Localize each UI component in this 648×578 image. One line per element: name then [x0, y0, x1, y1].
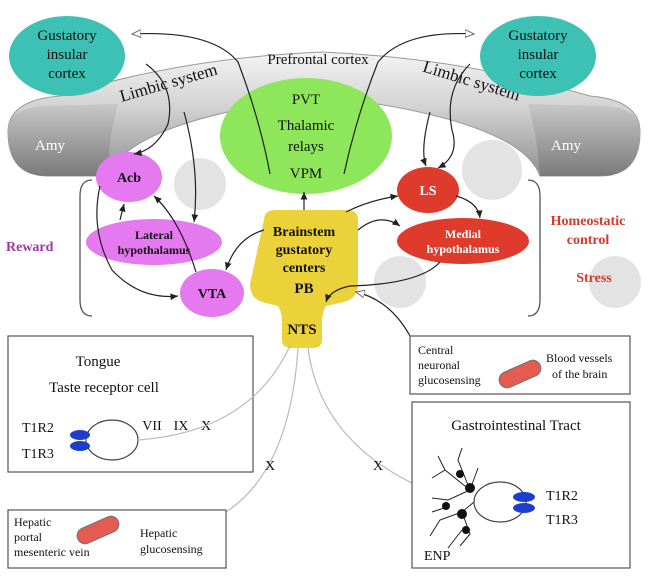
gustatory-left-line3: cortex	[48, 66, 86, 82]
nerve-x: X	[201, 419, 211, 434]
thalamic-pvt: PVT	[292, 92, 320, 108]
hepatic-vein-line2: portal	[14, 530, 43, 544]
thalamic-line2: relays	[288, 139, 324, 155]
gustatory-left-line1: Gustatory	[37, 28, 97, 44]
ls-node	[397, 167, 459, 213]
gi-tract-label: Gastrointestinal Tract	[451, 418, 581, 434]
central-gluco-line1: Central	[418, 343, 454, 357]
homeostatic-bracket	[527, 179, 541, 317]
receptor-right-bottom	[513, 503, 535, 513]
lateral-hypothalamus-node	[86, 219, 222, 265]
blood-vessels-line1: Blood vessels	[546, 351, 613, 365]
thalamic-vpm: VPM	[290, 166, 323, 182]
nts-label: NTS	[287, 322, 316, 338]
prefrontal-cortex-label: Prefrontal cortex	[267, 52, 369, 68]
medial-hypo-line1: Medial	[445, 227, 482, 241]
homeostatic-line2: control	[567, 233, 610, 248]
thalamic-line1: Thalamic	[278, 118, 335, 134]
acb-label: Acb	[117, 171, 141, 186]
stress-label: Stress	[576, 271, 612, 286]
vta-label: VTA	[198, 287, 227, 302]
blood-vessel-icon	[498, 359, 542, 389]
receptor-left-top	[70, 430, 90, 440]
hepatic-vein-line3: mesenteric vein	[14, 545, 90, 559]
gustatory-insular-cortex-left	[9, 16, 125, 96]
x-left-label: X	[265, 459, 275, 474]
taste-receptor-label: Taste receptor cell	[49, 380, 159, 396]
gustatory-right-line3: cortex	[519, 66, 557, 82]
receptor-right-top	[513, 492, 535, 502]
enp-label: ENP	[424, 549, 451, 564]
enp-neurons	[429, 447, 479, 549]
ls-label: LS	[419, 184, 436, 199]
hepatic-gluco-line2: glucosensing	[140, 542, 203, 556]
hepatic-box	[7, 509, 227, 569]
receptor-left-bottom	[70, 441, 90, 451]
medial-hypothalamus-node	[397, 218, 529, 264]
brainstem-line3: centers	[283, 261, 326, 276]
nerve-ix: IX	[174, 419, 189, 434]
reward-label: Reward	[6, 240, 54, 255]
brainstem-node	[250, 210, 358, 348]
acb-node	[96, 152, 162, 202]
vta-node	[180, 269, 244, 317]
gi-receptor-cell	[473, 481, 527, 523]
central-gluco-line3: glucosensing	[418, 373, 481, 387]
x-right-label: X	[373, 459, 383, 474]
homeostatic-line1: Homeostatic	[551, 214, 626, 229]
hepatic-vein-line1: Hepatic	[14, 515, 51, 529]
amy-right-shape	[528, 104, 640, 176]
lateral-hypo-line1: Lateral	[135, 228, 174, 242]
hepatic-vein-icon	[76, 515, 120, 545]
t1r3-left-label: T1R3	[22, 447, 54, 462]
amy-left-label: Amy	[35, 138, 66, 154]
amy-left-shape	[8, 104, 118, 176]
brainstem-line1: Brainstem	[273, 225, 336, 240]
brainstem-pb: PB	[294, 281, 313, 297]
t1r3-right-label: T1R3	[546, 513, 578, 528]
gustatory-left-line2: insular	[47, 47, 88, 63]
nerve-lines	[137, 345, 419, 513]
thalamic-relays-node	[220, 78, 392, 194]
connection-arrows	[96, 34, 483, 337]
taste-receptor-cell	[85, 419, 139, 461]
background-circles	[174, 140, 641, 308]
central-gluco-line2: neuronal	[418, 358, 461, 372]
blood-vessels-line2: of the brain	[552, 367, 607, 381]
t1r2-left-label: T1R2	[22, 421, 54, 436]
nerve-vii: VII	[142, 419, 162, 434]
reward-bracket	[79, 179, 93, 317]
hepatic-gluco-line1: Hepatic	[140, 526, 177, 540]
brainstem-line2: gustatory	[276, 243, 333, 258]
gustatory-right-line1: Gustatory	[508, 28, 568, 44]
tongue-label: Tongue	[76, 354, 121, 370]
amy-right-label: Amy	[551, 138, 582, 154]
gustatory-insular-cortex-right	[480, 16, 596, 96]
gastrointestinal-box	[411, 401, 631, 569]
medial-hypo-line2: hypothalamus	[427, 242, 500, 256]
gustatory-right-line2: insular	[518, 47, 559, 63]
t1r2-right-label: T1R2	[546, 489, 578, 504]
lateral-hypo-line2: hypothalamus	[118, 243, 191, 257]
